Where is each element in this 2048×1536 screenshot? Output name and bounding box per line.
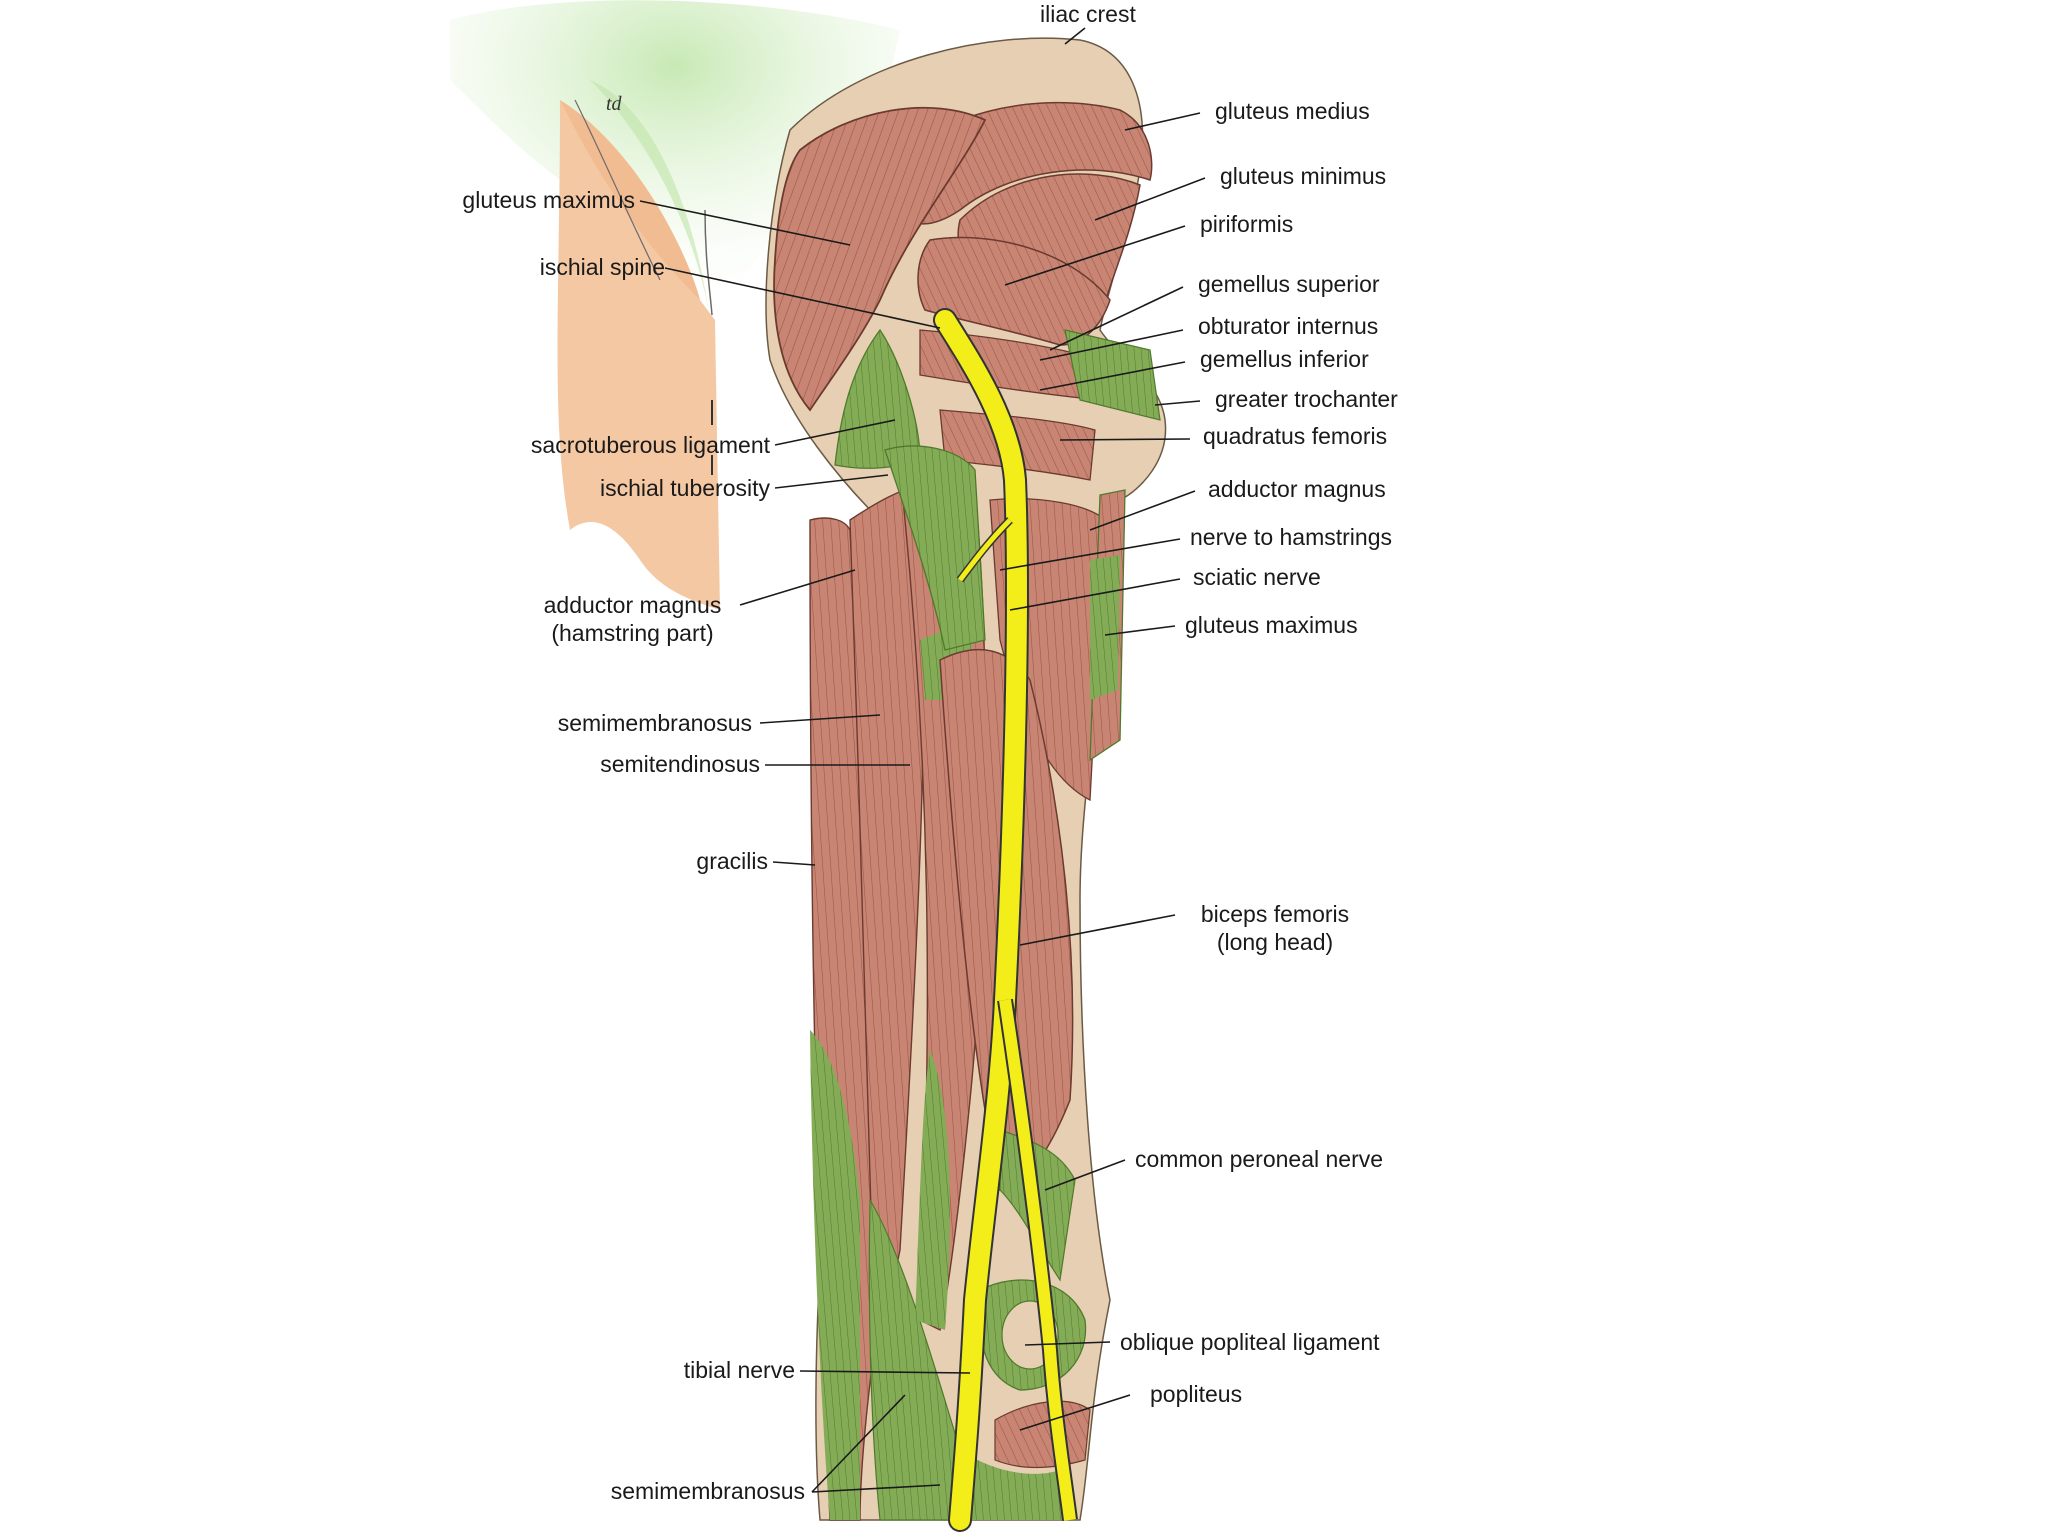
label-gluteus-minimus: gluteus minimus: [1220, 163, 1387, 189]
label-gluteus-maximus-right: gluteus maximus: [1185, 612, 1358, 638]
label-common-peroneal-nerve: common peroneal nerve: [1135, 1146, 1384, 1172]
label-tibial-nerve: tibial nerve: [683, 1357, 795, 1383]
label-gluteus-maximus-left: gluteus maximus: [462, 187, 635, 213]
leader-lines: [639, 27, 1206, 1493]
label-ischial-tuberosity: ischial tuberosity: [599, 475, 770, 501]
label-adductor-magnus: adductor magnus: [1208, 476, 1386, 502]
sacrotuberous-ligament: [834, 328, 921, 469]
label-adductor-magnus-hamstring-line2: (hamstring part): [551, 620, 714, 646]
label-biceps-femoris-line2: (long head): [1216, 929, 1334, 955]
label-piriformis: piriformis: [1200, 211, 1294, 237]
label-semimembranosus-upper: semimembranosus: [557, 710, 752, 736]
label-semitendinosus: semitendinosus: [600, 751, 760, 777]
pelvis-region: [557, 100, 720, 610]
label-adductor-magnus-hamstring-line1: adductor magnus: [543, 592, 722, 618]
label-biceps-femoris: biceps femoris (long head): [1180, 900, 1370, 956]
label-quadratus-femoris: quadratus femoris: [1203, 423, 1388, 449]
label-semimembranosus-lower: semimembranosus: [610, 1478, 805, 1504]
label-obturator-internus: obturator internus: [1198, 313, 1379, 339]
hamstring-origin-tendon: [884, 445, 986, 651]
label-iliac-crest: iliac crest: [1040, 1, 1136, 27]
label-greater-trochanter: greater trochanter: [1215, 386, 1398, 412]
label-popliteus: popliteus: [1150, 1381, 1243, 1407]
label-adductor-magnus-hamstring: adductor magnus (hamstring part): [520, 591, 745, 647]
label-gemellus-inferior: gemellus inferior: [1200, 346, 1369, 372]
illustrator-signature: td: [606, 93, 623, 115]
label-gracilis: gracilis: [696, 848, 768, 874]
fascia-region: [450, 0, 900, 331]
label-sciatic-nerve: sciatic nerve: [1193, 564, 1321, 590]
label-biceps-femoris-line1: biceps femoris: [1200, 901, 1350, 927]
gluteus-maximus-reflected: [773, 106, 987, 412]
label-oblique-popliteal-ligament: oblique popliteal ligament: [1120, 1329, 1380, 1355]
label-gluteus-medius: gluteus medius: [1215, 98, 1370, 124]
label-sacrotuberous-ligament: sacrotuberous ligament: [530, 432, 770, 458]
piriformis: [917, 236, 1111, 346]
label-ischial-spine: ischial spine: [539, 254, 665, 280]
label-nerve-to-hamstrings: nerve to hamstrings: [1190, 524, 1392, 550]
label-gemellus-superior: gemellus superior: [1198, 271, 1380, 297]
